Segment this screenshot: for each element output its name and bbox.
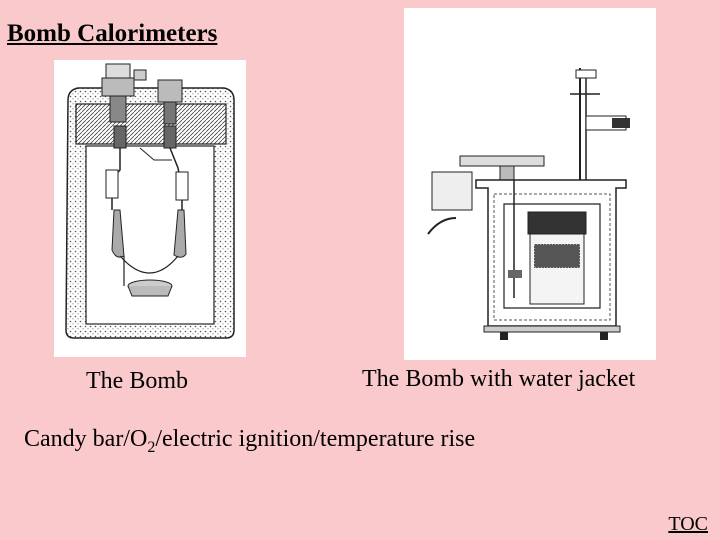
oxygen-subscript: 2: [147, 438, 156, 456]
description-part-2: /electric ignition/temperature rise: [155, 426, 476, 452]
description-part-1: Candy bar/O: [24, 426, 148, 452]
description-text: Candy bar/O2/electric ignition/temperatu…: [24, 426, 475, 457]
water-jacket-diagram-image: [404, 8, 656, 360]
bomb-caption: The Bomb: [86, 368, 188, 394]
bomb-diagram-image: [54, 60, 246, 357]
toc-link[interactable]: TOC: [668, 513, 708, 535]
page-title: Bomb Calorimeters: [7, 20, 218, 47]
water-jacket-caption: The Bomb with water jacket: [362, 366, 636, 392]
